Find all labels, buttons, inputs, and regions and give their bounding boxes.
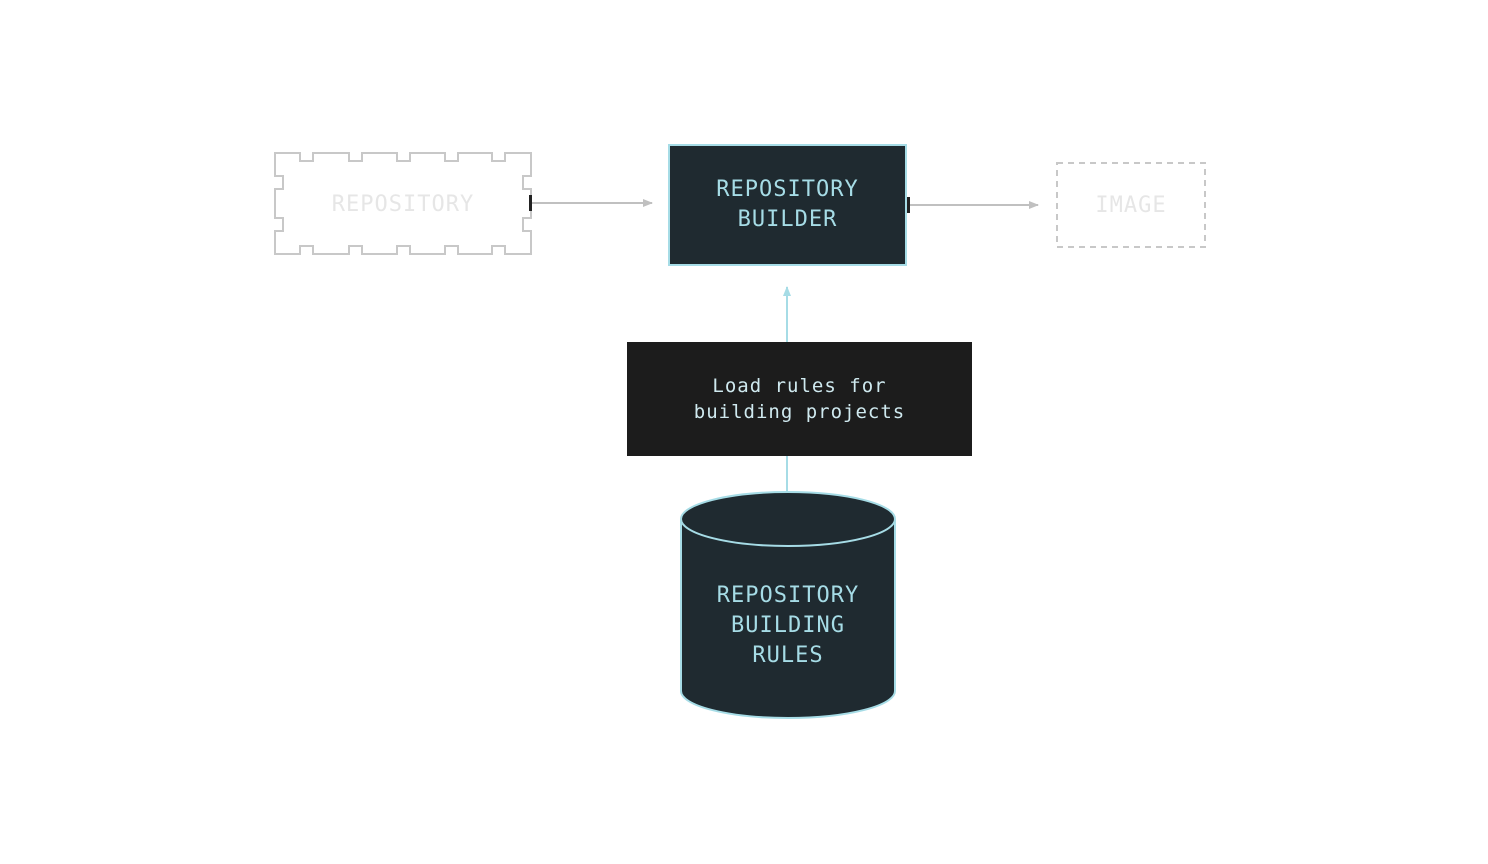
repository-port xyxy=(529,195,532,211)
builder-node-box xyxy=(668,144,907,266)
step-label-box xyxy=(627,342,972,456)
repository-node-label: REPOSITORY xyxy=(331,191,475,217)
step-label-text: Load rules for building projects xyxy=(693,375,906,423)
image-node-label: IMAGE xyxy=(1095,192,1167,218)
repository-node-outline xyxy=(274,152,532,255)
rules-node-cylinder-body xyxy=(680,491,896,719)
rules-node-label: REPOSITORY BUILDING RULES xyxy=(716,583,860,668)
rules-node-cylinder-rim xyxy=(680,518,896,547)
builder-node-label: REPOSITORY BUILDER xyxy=(716,177,859,232)
image-node-box xyxy=(1056,162,1206,248)
builder-port xyxy=(906,197,910,213)
